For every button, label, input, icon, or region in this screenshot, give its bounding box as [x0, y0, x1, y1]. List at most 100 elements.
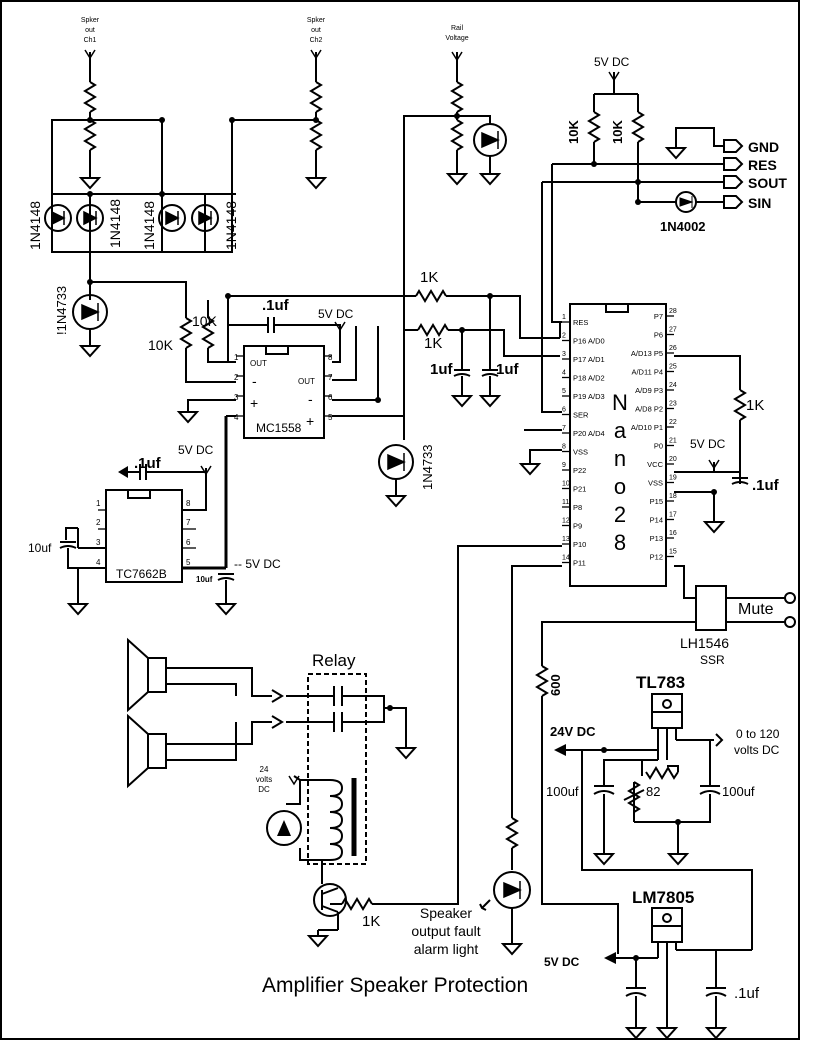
ssr-name: LH1546 — [680, 635, 729, 651]
v24-label: 24V DC — [550, 724, 596, 739]
nano-right-pin-number: 19 — [669, 475, 677, 482]
nano-right-pin-label: P15 — [650, 497, 663, 506]
nano-right-pin-number: 21 — [669, 438, 677, 445]
nano-left-pin-label: P18 A/D2 — [573, 374, 605, 383]
r10k-b-label: 10K — [192, 313, 218, 329]
spk-ch1-line1: Spker — [81, 17, 100, 24]
v0-120-line1: 0 to 120 — [736, 727, 780, 741]
d1n4002-label: 1N4002 — [660, 219, 706, 234]
r10k-top-b: 10K — [610, 120, 625, 144]
port-gnd: GND — [748, 139, 779, 155]
port-res: RES — [748, 157, 777, 173]
frame-border — [0, 0, 800, 1040]
mc1558-pin6: 6 — [328, 393, 333, 402]
mute-label: Mute — [738, 601, 774, 618]
alarm-line1: Speaker — [420, 905, 472, 921]
nano-right-pin-label: VSS — [648, 479, 663, 488]
r600-label: 600 — [548, 674, 563, 696]
spk-ch2-line1: Spker — [307, 17, 326, 24]
tc7662-pin2: 2 — [96, 518, 101, 527]
nano-left-pin-number: 7 — [562, 425, 566, 432]
nano-left-pin-label: P22 — [573, 466, 586, 475]
mc1558-pin3: 3 — [234, 393, 239, 402]
r1k-top-label: 1K — [420, 269, 438, 286]
nano-right-pin-number: 18 — [669, 493, 677, 500]
tc7662-pin1: 1 — [96, 499, 101, 508]
nano-left-pin-label: P10 — [573, 540, 586, 549]
nano-left-pin-label: P11 — [573, 559, 586, 568]
r82-label: 82 — [646, 784, 660, 799]
nano-left-pin-label: P17 A/D1 — [573, 355, 605, 364]
port-sout: SOUT — [748, 175, 787, 191]
c100uf-a: 100uf — [546, 784, 579, 799]
top-5vdc: 5V DC — [594, 55, 630, 69]
neg5v-label: -- 5V DC — [234, 557, 281, 571]
nano-left-pin-label: SER — [573, 411, 589, 420]
mc1558-minus-b: - — [308, 391, 313, 407]
tc7662-pin3: 3 — [96, 538, 101, 547]
zener-left-label: !1N4733 — [54, 286, 69, 335]
ssr-lh1546: Mute LH1546 SSR 600 — [535, 585, 796, 954]
nano-left-pin-label: P16 A/D0 — [573, 337, 605, 346]
nano-right-pin-label: P13 — [650, 534, 663, 543]
nano-right-pin-label: P14 — [650, 516, 663, 525]
rail-line1: Rail — [451, 25, 464, 32]
nano-left-pin-number: 10 — [562, 481, 570, 488]
mc1558-out-b: OUT — [298, 377, 315, 386]
nano-left-pin-label: VSS — [573, 448, 588, 457]
nano-left-pin-number: 5 — [562, 388, 566, 395]
nano-left-pin-number: 13 — [562, 536, 570, 543]
r10k-a-label: 10K — [148, 337, 174, 353]
nano-right-pin-number: 26 — [669, 345, 677, 352]
mc1558-name: MC1558 — [256, 421, 302, 435]
d3-label: 1N4148 — [141, 201, 157, 250]
nano-right-pin-number: 20 — [669, 456, 677, 463]
d4-label: 1N4148 — [223, 201, 239, 250]
nano-right-pin-number: 23 — [669, 401, 677, 408]
tc7662-pin7: 7 — [186, 518, 191, 527]
tc7662-10uf-b: 10uf — [196, 575, 213, 584]
nano-left-pin-label: P19 A/D3 — [573, 392, 605, 401]
nano-right-pin-number: 17 — [669, 512, 677, 519]
nano-left-pin-number: 14 — [562, 555, 570, 562]
nano-left-pin-label: RES — [573, 318, 588, 327]
nano-5vdc: 5V DC — [690, 437, 726, 451]
tc7662-name: TC7662B — [116, 567, 167, 581]
diodes-1n4148 — [44, 204, 219, 232]
ch1-divider — [80, 49, 100, 189]
tc7662-5vdc: 5V DC — [178, 443, 214, 457]
nano-name-n: N — [612, 390, 628, 415]
spk-ch1-line2: out — [85, 27, 95, 34]
mc1558-cap-label: .1uf — [262, 297, 290, 314]
nano-right-pin-label: A/D9 P3 — [635, 386, 663, 395]
tc7662-cap-label: .1uf — [134, 455, 162, 472]
mc1558-5vdc: 5V DC — [318, 307, 354, 321]
r1k-bottom-label: 1K — [362, 913, 380, 930]
regulator-lm7805: LM7805 .1uf 5V DC — [544, 888, 760, 1039]
nano-right-pin-number: 24 — [669, 382, 677, 389]
tl783-name: TL783 — [636, 673, 685, 692]
mc1558-plus-b: + — [306, 413, 314, 429]
nano-name-o: o — [614, 474, 626, 499]
r1k-mid-label: 1K — [424, 335, 442, 352]
nano-right-pin-label: A/D8 P2 — [635, 405, 663, 414]
tc7662-10uf-a: 10uf — [28, 541, 52, 555]
alarm-line3: alarm light — [414, 941, 479, 957]
spk-ch2-line2: out — [311, 27, 321, 34]
v24-line3: DC — [258, 785, 270, 794]
cap1uf-b-label: 1uf — [496, 361, 520, 378]
tc7662-pin5: 5 — [186, 558, 191, 567]
r10k-top-a: 10K — [566, 120, 581, 144]
caps-1uf: 1uf 1uf — [430, 361, 520, 407]
nano-left-pin-number: 11 — [562, 499, 569, 506]
zener-right-label: 1N4733 — [420, 444, 435, 490]
ic-mc1558: MC1558 1 2 3 4 5 6 7 8 OUT OUT - + - + — [234, 345, 333, 439]
nano-left-pin-number: 6 — [562, 407, 566, 414]
mc1558-wiring: 5V DC .1uf 1K 1K — [178, 269, 560, 423]
nano-left-pin-label: P9 — [573, 522, 582, 531]
rail-network — [403, 51, 507, 440]
diode-1n4148-labels: 1N4148 1N4148 1N4148 1N4148 — [27, 199, 239, 250]
lm7805-cap: .1uf — [734, 985, 760, 1002]
